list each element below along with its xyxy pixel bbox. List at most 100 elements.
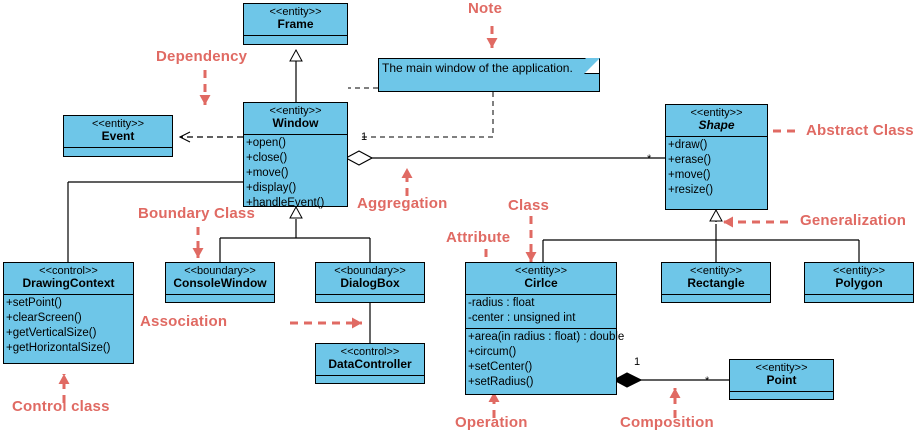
stereotype-rectangle: <<entity>> — [690, 265, 742, 277]
class-name-dialogbox: DialogBox — [340, 276, 400, 291]
member-row: +setCenter() — [468, 360, 533, 373]
stereotype-datacontroller: <<control>> — [340, 346, 400, 358]
stereotype-consolewindow: <<boundary>> — [184, 265, 256, 277]
note-body — [378, 58, 600, 92]
class-header-consolewindow: <<boundary>> ConsoleWindow — [166, 263, 274, 295]
class-header-window: <<entity>> Window — [244, 103, 347, 135]
annotation-label-note: Note — [468, 0, 503, 17]
stereotype-frame: <<entity>> — [269, 6, 322, 18]
association-window-drawingcontext — [67, 181, 243, 262]
member-row: +setPoint() — [6, 296, 62, 309]
stereotype-polygon: <<entity>> — [833, 265, 885, 277]
class-name-polygon: Polygon — [835, 276, 883, 291]
class-header-datacontroller: <<control>> DataController — [316, 344, 424, 376]
class-box-frame[interactable]: <<entity>> Frame — [243, 3, 348, 45]
class-members-datacontroller — [316, 376, 424, 387]
class-operations-cirlce: +area(in radius : float) : double +circu… — [466, 329, 625, 392]
annotation-label-composition: Composition — [620, 414, 714, 431]
annotation-label-boundary-class: Boundary Class — [138, 205, 255, 222]
annotation-label-association: Association — [140, 313, 228, 330]
stereotype-cirlce: <<entity>> — [515, 265, 567, 277]
class-attributes-cirlce: -radius : float -center : unsigned int — [466, 295, 616, 329]
multiplicity-window-shape-target: * — [647, 153, 652, 165]
annotation-label-attribute: Attribute — [446, 229, 511, 246]
class-box-point[interactable]: <<entity>> Point — [729, 359, 834, 400]
class-box-drawingcontext[interactable]: <<control>> DrawingContext +setPoint() +… — [3, 262, 134, 364]
member-row: +display() — [246, 181, 297, 194]
class-header-shape: <<entity>> Shape — [666, 105, 767, 137]
annotation-label-generalization: Generalization — [800, 212, 907, 229]
class-box-shape[interactable]: <<entity>> Shape +draw() +erase() +move(… — [665, 104, 768, 210]
multiplicity-window-shape-source: 1 — [361, 131, 368, 143]
class-operations-window: +open() +close() +move() +display() +han… — [244, 135, 347, 213]
member-row: +setRadius() — [468, 375, 534, 388]
class-name-datacontroller: DataController — [328, 357, 412, 372]
stereotype-window: <<entity>> — [269, 105, 322, 117]
note-box[interactable]: The main window of the application. — [378, 58, 600, 92]
member-row: +resize() — [668, 183, 714, 196]
member-row: +open() — [246, 136, 286, 149]
stereotype-event: <<entity>> — [92, 118, 144, 130]
member-row: +clearScreen() — [6, 311, 82, 324]
class-header-drawingcontext: <<control>> DrawingContext — [4, 263, 133, 295]
annotation-label-control-class: Control class — [12, 398, 110, 415]
class-header-cirlce: <<entity>> Cirlce — [466, 263, 616, 295]
class-members-point — [730, 392, 833, 403]
member-row: +close() — [246, 151, 288, 164]
class-header-point: <<entity>> Point — [730, 360, 833, 392]
stereotype-point: <<entity>> — [755, 362, 808, 374]
class-box-datacontroller[interactable]: <<control>> DataController — [315, 343, 425, 384]
class-box-event[interactable]: <<entity>> Event — [63, 115, 173, 157]
member-row: +move() — [668, 168, 711, 181]
composition-cirlce-point — [612, 372, 729, 388]
class-members-event — [64, 148, 172, 159]
stereotype-drawingcontext: <<control>> — [39, 265, 98, 277]
class-header-event: <<entity>> Event — [64, 116, 172, 148]
class-operations-drawingcontext: +setPoint() +clearScreen() +getVerticalS… — [4, 295, 133, 358]
class-name-consolewindow: ConsoleWindow — [173, 276, 267, 291]
aggregation-window-shape — [344, 150, 665, 166]
class-box-polygon[interactable]: <<entity>> Polygon — [804, 262, 914, 303]
class-box-cirlce[interactable]: <<entity>> Cirlce -radius : float -cente… — [465, 262, 625, 395]
class-name-shape: Shape — [698, 118, 735, 133]
class-name-frame: Frame — [277, 17, 314, 32]
annotation-label-note-dependency: Dependency — [156, 48, 248, 65]
member-row: +getVerticalSize() — [6, 326, 97, 339]
class-members-rectangle — [662, 295, 770, 306]
class-header-polygon: <<entity>> Polygon — [805, 263, 913, 295]
class-name-rectangle: Rectangle — [687, 276, 745, 291]
member-row: +erase() — [668, 153, 712, 166]
annotation-label-operation: Operation — [455, 414, 528, 431]
member-row: -radius : float — [468, 296, 535, 309]
member-row: +handleEvent() — [246, 196, 325, 209]
annotation-label-class: Class — [508, 197, 550, 214]
class-box-dialogbox[interactable]: <<boundary>> DialogBox — [315, 262, 425, 303]
class-header-frame: <<entity>> Frame — [244, 4, 347, 36]
annotation-label-aggregation: Aggregation — [357, 195, 448, 212]
member-row: +move() — [246, 166, 289, 179]
class-members-dialogbox — [316, 295, 424, 306]
class-box-consolewindow[interactable]: <<boundary>> ConsoleWindow — [165, 262, 275, 303]
member-row: +getHorizontalSize() — [6, 341, 111, 354]
class-box-rectangle[interactable]: <<entity>> Rectangle — [661, 262, 771, 303]
class-name-cirlce: Cirlce — [524, 276, 558, 291]
class-name-window: Window — [272, 116, 319, 131]
annotation-label-abstract-class: Abstract Class — [806, 122, 914, 139]
class-header-rectangle: <<entity>> Rectangle — [662, 263, 770, 295]
member-row: +area(in radius : float) : double — [468, 330, 625, 343]
class-members-frame — [244, 36, 347, 47]
class-name-event: Event — [101, 129, 135, 144]
multiplicity-cirlce-point-target: * — [705, 375, 710, 387]
note-text: The main window of the application. — [382, 61, 573, 75]
class-name-point: Point — [766, 373, 797, 388]
multiplicity-cirlce-point-source: 1 — [634, 356, 641, 368]
note-anchor-line — [348, 87, 494, 138]
class-header-dialogbox: <<boundary>> DialogBox — [316, 263, 424, 295]
class-name-drawingcontext: DrawingContext — [22, 276, 115, 291]
class-box-window[interactable]: <<entity>> Window +open() +close() +move… — [243, 102, 348, 209]
class-members-polygon — [805, 295, 913, 306]
member-row: -center : unsigned int — [468, 311, 576, 324]
member-row: +circum() — [468, 345, 517, 358]
member-row: +draw() — [668, 138, 708, 151]
